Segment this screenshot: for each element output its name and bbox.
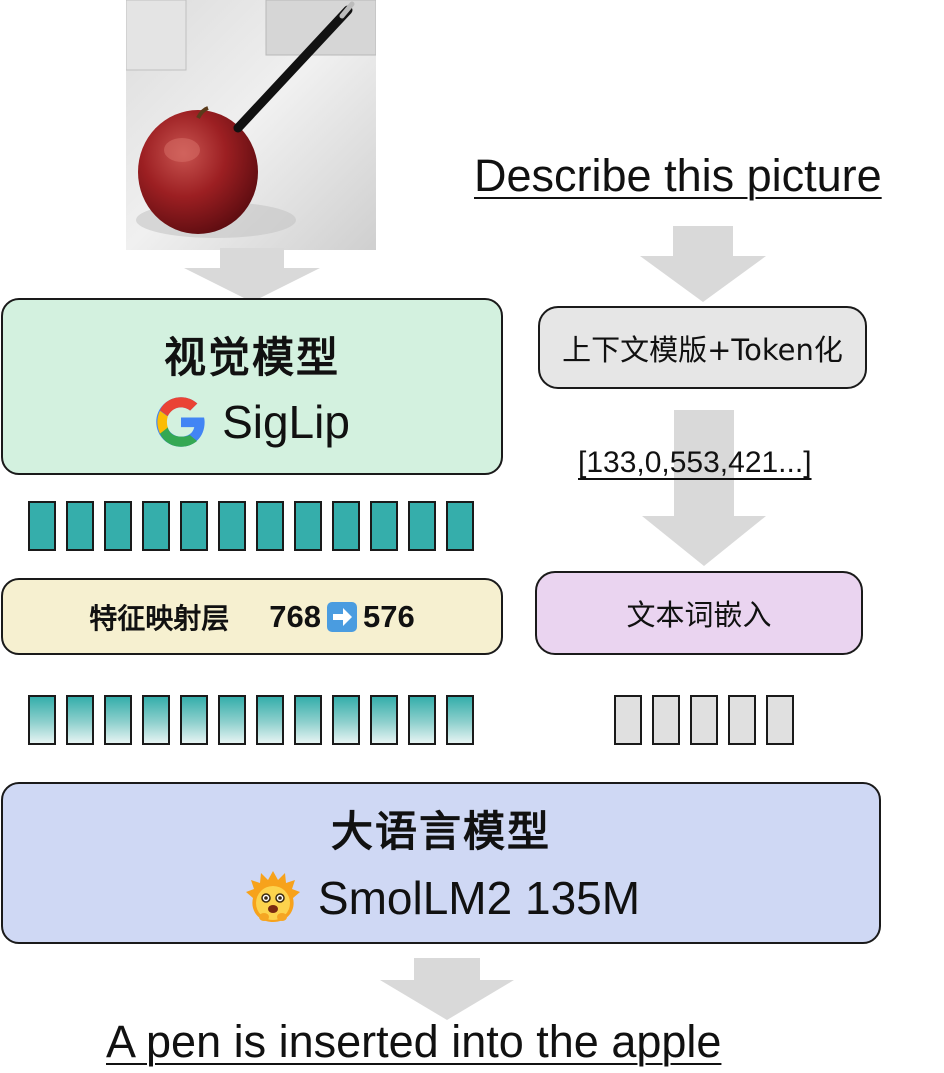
projected-token [332,695,360,745]
text-token [652,695,680,745]
llm-box: 大语言模型 SmolLM2 135M [1,782,881,944]
projected-token [66,695,94,745]
text-token [728,695,756,745]
projected-token [370,695,398,745]
vision-token [256,501,284,551]
vision-token [294,501,322,551]
input-image [125,0,377,250]
projected-token [142,695,170,745]
projection-layer-box: 特征映射层 768 576 [1,578,503,655]
template-tokenize-label: 上下文模版+Token化 [562,332,843,367]
projected-token [28,695,56,745]
vision-model-box: 视觉模型 SigLip [1,298,503,475]
template-tokenize-box: 上下文模版+Token化 [538,306,867,389]
down-arrow-tokenize [642,410,766,566]
text-embedding-label: 文本词嵌入 [626,598,772,632]
projection-from-dim: 768 [269,598,321,634]
vision-token [180,501,208,551]
text-token [614,695,642,745]
down-arrow-prompt [640,226,766,302]
vision-token [104,501,132,551]
projection-to-dim: 576 [363,598,415,634]
google-g-icon [154,395,208,449]
smollm-flame-face-icon [242,867,304,929]
text-token [690,695,718,745]
right-arrow-emoji-icon [327,601,357,632]
projected-token [218,695,246,745]
vision-token [370,501,398,551]
llm-title: 大语言模型 [330,806,551,856]
vision-token [332,501,360,551]
vision-model-name: SigLip [222,396,350,448]
vision-model-title: 视觉模型 [163,333,340,382]
vision-token [142,501,170,551]
projected-token [256,695,284,745]
projected-token [180,695,208,745]
projected-token [446,695,474,745]
vision-token [446,501,474,551]
down-arrow-output [380,958,514,1020]
down-arrow-image [184,248,320,302]
projected-token [104,695,132,745]
text-token [766,695,794,745]
text-embedding-box: 文本词嵌入 [535,571,863,655]
vision-token [408,501,436,551]
vision-token [218,501,246,551]
projected-token [294,695,322,745]
vision-token [28,501,56,551]
projection-layer-label: 特征映射层 [89,601,230,635]
projected-token [408,695,436,745]
llm-name: SmolLM2 135M [317,871,641,924]
token-ids: [133,0,553,421...] [578,446,812,479]
vision-token [66,501,94,551]
prompt-text: Describe this picture [474,150,882,201]
output-text: A pen is inserted into the apple [106,1016,722,1067]
